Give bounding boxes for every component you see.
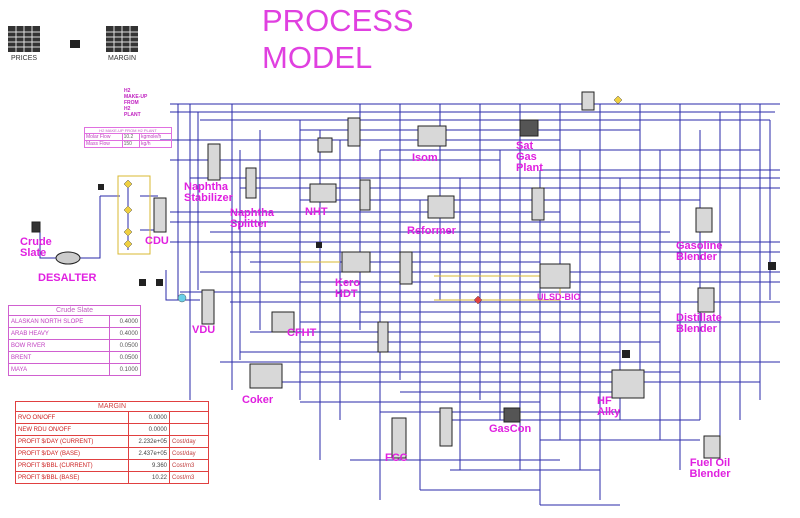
spreadsheet-grid-icon [8,26,40,52]
spreadsheet-icons [98,184,776,358]
unit-sat-gas-plant[interactable]: Sat Gas Plant [516,140,543,174]
valves [123,95,623,305]
page-title-line-2: MODEL [262,40,373,75]
unit-hf-alky[interactable]: HF Alky [597,395,621,418]
unit-cdu[interactable]: CDU [145,235,169,247]
unit-coker[interactable]: Coker [242,394,274,406]
unit-isom[interactable]: Isom [412,152,438,164]
unit-naphtha-splitter[interactable]: Naphtha Splitter [230,207,274,230]
unit-distillate-blender[interactable]: Distillate Blender [676,312,722,335]
page-title-line-1: PROCESS [262,3,414,38]
equipment [153,91,721,459]
unit-ulsd-bio[interactable]: ULSD-BIO [537,292,581,302]
unit-nht[interactable]: NHT [305,206,328,218]
unit-fcc[interactable]: FCC [385,452,408,464]
unit-gasoline-blender[interactable]: Gasoline Blender [676,240,723,263]
margin-label: MARGIN [108,55,136,62]
margin-header: MARGIN [15,401,209,412]
spreadsheet-small-icon [70,40,80,48]
unit-desalter[interactable]: DESALTER [38,272,97,284]
stream-lines [39,103,780,506]
unit-gascon[interactable]: GasCon [489,423,532,435]
unit-cfht[interactable]: CFHT [287,327,317,339]
unit-fuel-oil-blender[interactable]: Fuel Oil Blender [689,457,731,480]
small-spreadsheet-button[interactable] [70,40,80,48]
page-title: PROCESS MODEL [262,2,462,76]
crude-slate-header: Crude Slate [8,305,141,316]
unit-reformer[interactable]: Reformer [407,225,456,237]
prices-label: PRICES [10,55,38,62]
unit-vdu[interactable]: VDU [192,324,216,336]
unit-naphtha-stabilizer[interactable]: Naphtha Stabilizer [184,181,233,204]
unit-crude-slate[interactable]: Crude Slate [20,236,52,259]
unit-kero-hdt[interactable]: Kero HDT [335,277,361,300]
spreadsheet-grid-icon [106,26,138,52]
prices-button[interactable]: PRICES [8,26,40,62]
margin-button[interactable]: MARGIN [106,26,138,62]
dark-vessels [31,119,539,423]
